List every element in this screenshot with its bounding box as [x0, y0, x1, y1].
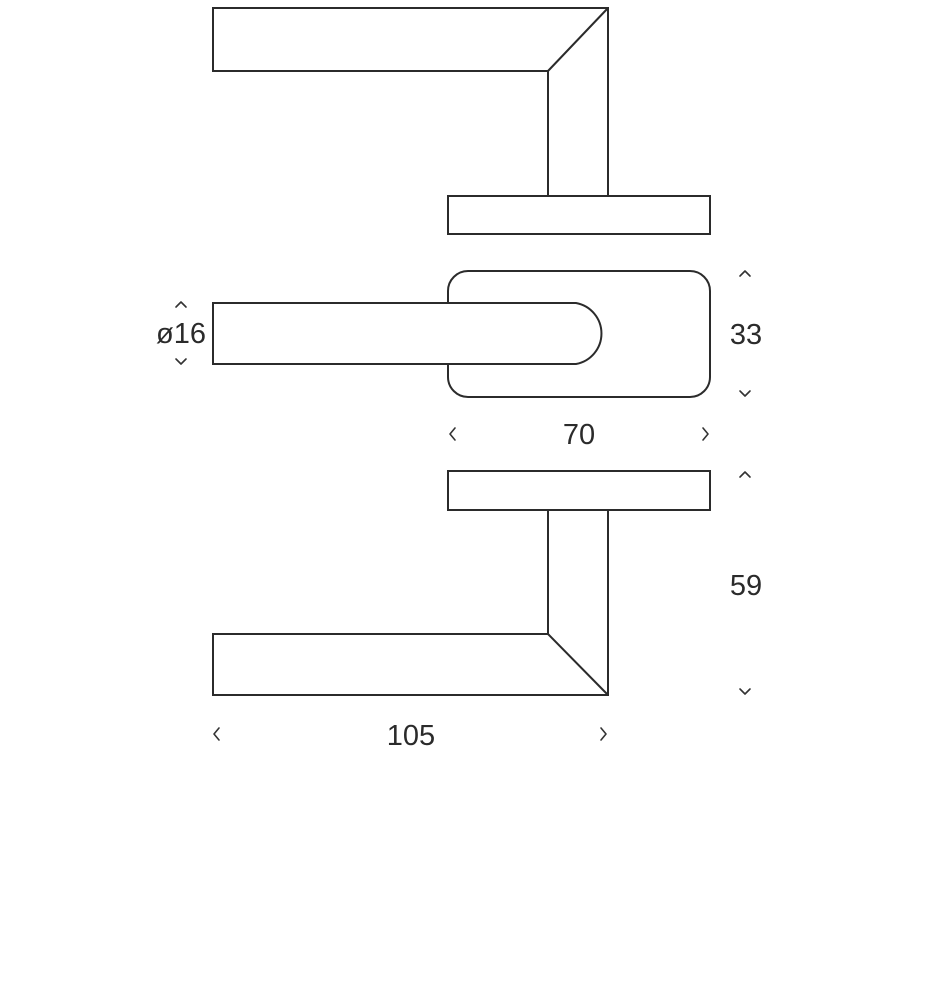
bottom-lever-miter-line — [547, 633, 609, 696]
projection-label: 59 — [730, 570, 762, 602]
top-rose-plate — [447, 195, 711, 235]
diameter-down-arrow — [175, 358, 187, 365]
front-lever-bar — [212, 302, 603, 365]
bottom-lever-outline — [212, 509, 609, 696]
rose-height-down-arrow — [739, 390, 751, 397]
diameter-up-arrow — [175, 301, 187, 308]
top-lever-outline — [212, 7, 609, 197]
rose-width-label: 70 — [563, 419, 595, 451]
front-view — [212, 270, 711, 398]
rose-width-left-arrow — [449, 427, 456, 441]
lever-length-label: 105 — [387, 720, 435, 752]
top-lever-miter-line — [547, 7, 609, 72]
top-view-lever — [212, 7, 711, 235]
rose-height-label: 33 — [730, 319, 762, 351]
bottom-view-lever — [212, 470, 711, 696]
rose-width-dimension: 70 — [449, 419, 709, 451]
diameter-dimension: ø16 — [156, 301, 206, 365]
rose-height-dimension: 33 — [730, 270, 762, 397]
projection-dimension: 59 — [730, 471, 762, 695]
bottom-rose-plate — [447, 470, 711, 511]
lever-length-right-arrow — [600, 727, 607, 741]
diameter-label: ø16 — [156, 318, 206, 350]
rose-width-right-arrow — [702, 427, 709, 441]
projection-up-arrow — [739, 471, 751, 478]
lever-length-dimension: 105 — [213, 720, 607, 752]
rose-height-up-arrow — [739, 270, 751, 277]
projection-down-arrow — [739, 688, 751, 695]
lever-length-left-arrow — [213, 727, 220, 741]
